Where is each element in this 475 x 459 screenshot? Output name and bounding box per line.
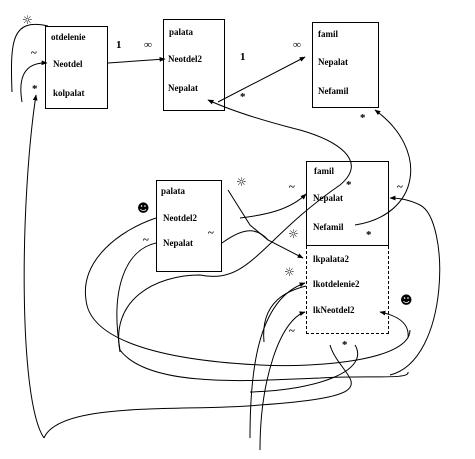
entity-palata-top-field-neotdel2: Neotdel2 (168, 54, 202, 64)
entity-otdelenie-field-kolpalat: kolpalat (53, 88, 85, 98)
entity-palata-top-field-nepalat: Nepalat (168, 83, 198, 93)
curve-palata-mid-down (116, 242, 409, 382)
bottom-to-lkNeotdel2 (259, 311, 306, 451)
sun-icon-link-top: ☼ (288, 227, 299, 241)
entity-famil-mid-field-nepalat: Nepalat (313, 193, 343, 203)
star-mark-palata-top: * (240, 91, 246, 103)
star-mark-otdelenie: * (32, 83, 38, 95)
cardinality-one-palata: 1 (240, 51, 246, 63)
curve-right-to-link (379, 310, 409, 339)
entity-famil-mid-title: famil (314, 166, 334, 176)
tilde-mark-otdelenie: ~ (31, 47, 37, 59)
tilde-mark-palata-mid-left: ~ (143, 234, 149, 246)
star-mark-famil-top: * (360, 112, 366, 124)
entity-famil-mid-field-nefamil: Nefamil (313, 222, 344, 232)
sun-icon-otdelenie: ☼ (22, 13, 33, 27)
entity-famil-top (312, 22, 379, 108)
loop-otdelenie-top (10, 24, 49, 93)
curve-palata-mid-left (84, 217, 411, 367)
entity-link-field-lkpalata2: lkpalata2 (313, 254, 350, 264)
entity-famil-mid (306, 161, 389, 246)
entity-link (306, 246, 389, 334)
entity-famil-top-field-nefamil: Nefamil (318, 86, 349, 96)
entity-palata-top (163, 19, 225, 111)
star-mark-link: * (342, 339, 348, 351)
loop-into-link (263, 285, 307, 343)
curve-to-palata-top (118, 99, 352, 353)
circle-icon-link: ☻ (400, 293, 413, 307)
lk-lower-line (249, 344, 358, 393)
sun-icon-link-mid: ☼ (284, 265, 295, 279)
tilde-mark-link: ~ (289, 325, 295, 337)
curve-famil-mid-to-top (354, 109, 412, 226)
star-mark-famil-mid-b: * (366, 229, 372, 241)
tilde-mark-famil-mid-left: ~ (289, 181, 295, 193)
entity-palata-mid (156, 180, 222, 272)
entity-otdelenie-field-neotdel: Neotdel (53, 59, 83, 69)
entity-link-field-lkotdelenie2: lkotdelenie2 (313, 279, 360, 289)
bottom-to-lkotdelenie2 (249, 282, 306, 439)
entity-palata-mid-title: palata (161, 186, 186, 196)
entity-link-field-lkneotdel2: lkNeotdel2 (313, 305, 355, 315)
entity-palata-mid-field-nepalat: Nepalat (163, 238, 193, 248)
cross-line-2 (221, 230, 304, 259)
loop-otdelenie-mid (20, 60, 48, 103)
cardinality-many-palata: ∞ (144, 39, 152, 51)
cardinality-one-otdel: 1 (116, 39, 122, 51)
star-mark-famil-mid-a: * (346, 179, 352, 191)
sun-icon-palata-mid: ☼ (236, 175, 247, 189)
entity-otdelenie (45, 26, 108, 109)
curve-right-to-famil (389, 195, 441, 376)
entity-otdelenie-title: otdelenie (51, 32, 86, 42)
cardinality-many-famil: ∞ (293, 39, 301, 51)
tilde-mark-famil-mid-right: ~ (397, 181, 403, 193)
link-down-curve (43, 344, 352, 439)
relation-palata-famil (217, 56, 306, 103)
loop-otdelenie-bottom (23, 94, 45, 439)
entity-famil-top-field-nepalat: Nepalat (318, 57, 348, 67)
entity-palata-top-title: palata (169, 27, 194, 37)
line-to-famil-mid (239, 193, 307, 219)
circle-icon-palata-mid: ☻ (137, 201, 150, 215)
tilde-mark-palata-mid-right: ~ (208, 227, 214, 239)
entity-famil-top-title: famil (318, 29, 338, 39)
entity-palata-mid-field-neotdel2: Neotdel2 (163, 213, 197, 223)
relation-otdel-palata (107, 56, 166, 64)
